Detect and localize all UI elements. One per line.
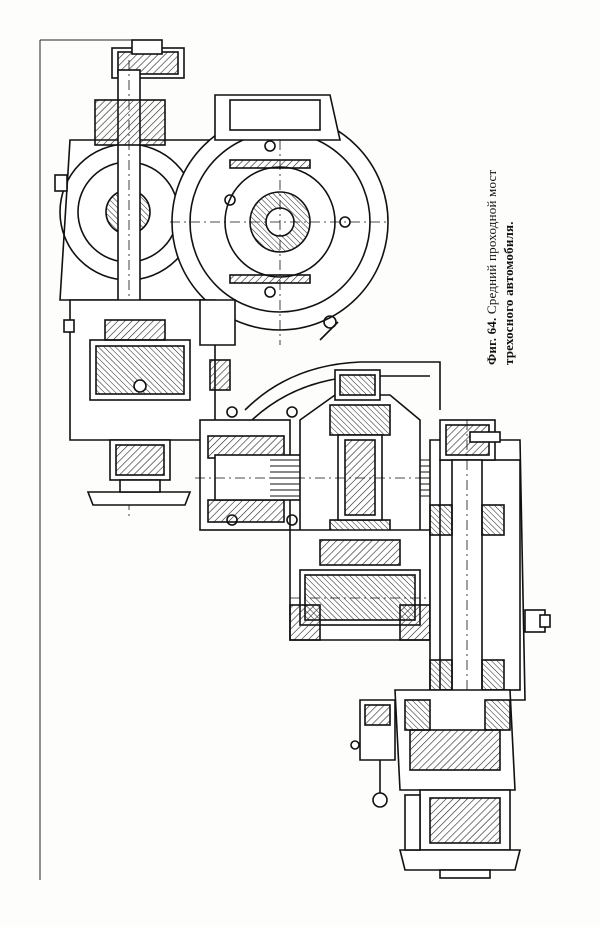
figure-caption-line2: трехосного автомобиля. bbox=[501, 221, 516, 365]
right-shaft-assembly bbox=[350, 419, 551, 880]
differential-assembly bbox=[195, 361, 520, 561]
figure-caption-line1: Средний проходной мост bbox=[484, 169, 499, 315]
lower-gear-housing bbox=[289, 529, 440, 641]
upper-gear-assembly bbox=[54, 39, 390, 520]
figure-caption: Фиг. 64. Средний проходной мост трехосно… bbox=[483, 140, 543, 365]
figure-number: Фиг. 64. bbox=[484, 317, 499, 365]
